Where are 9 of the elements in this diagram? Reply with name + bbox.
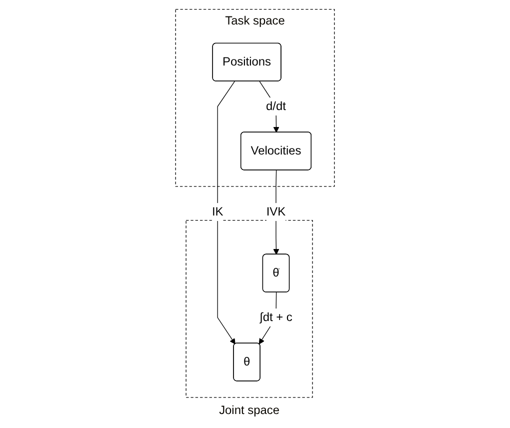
arrow: [259, 80, 280, 133]
cluster: [186, 220, 313, 398]
arrow: [273, 170, 280, 255]
edge-label: IK: [212, 205, 224, 218]
edge-label: d/dt: [266, 100, 286, 113]
edge-label: ∫dt + c: [260, 310, 292, 324]
edge-label: IVK: [266, 205, 286, 218]
arrow: [217, 80, 236, 344]
node-label: Joint space: [219, 403, 280, 417]
